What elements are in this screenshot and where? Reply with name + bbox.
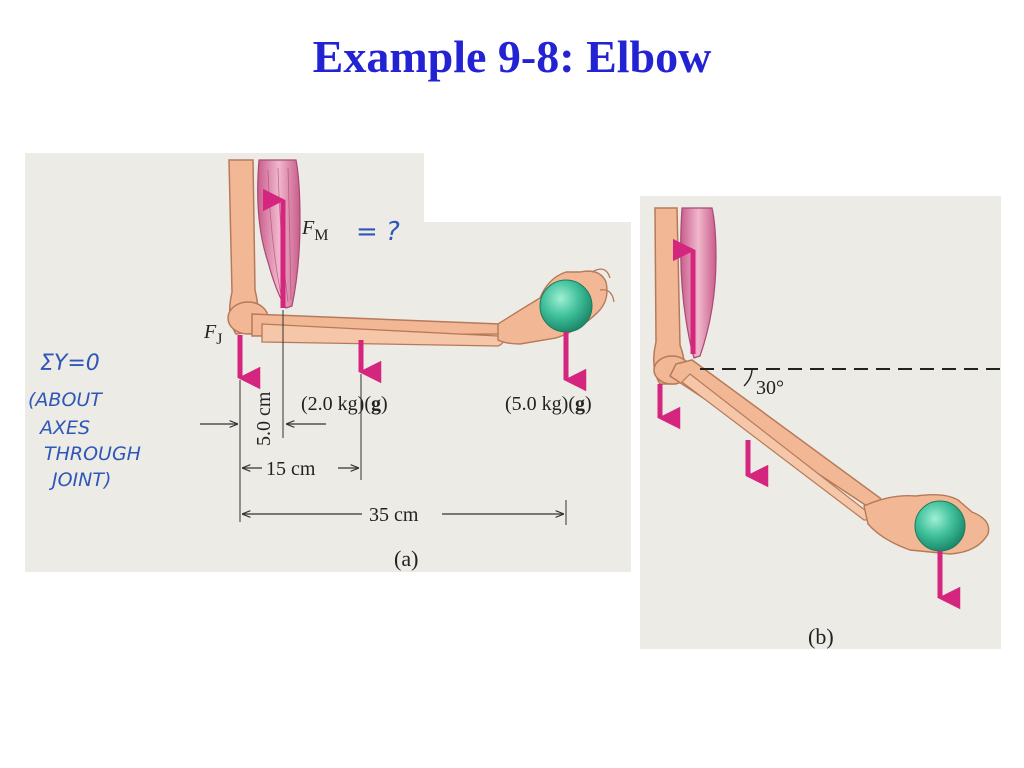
svg-text:JOINT): JOINT) [48, 469, 111, 491]
svg-text:AXES: AXES [38, 417, 90, 439]
muscle-force-question: = ? [356, 217, 400, 247]
muscle-distance-label: 5.0 cm [253, 391, 275, 446]
joint-force-label: FJ [203, 321, 222, 348]
handwritten-note: ΣΥ=0 (ABOUT AXES THROUGH JOINT) [28, 351, 141, 491]
forearm-weight-label: (2.0 kg)(g) [301, 393, 388, 415]
svg-text:THROUGH: THROUGH [44, 443, 141, 465]
ball-distance-label: 35 cm [369, 504, 419, 526]
svg-text:ΣΥ=0: ΣΥ=0 [40, 351, 100, 376]
figure-a-panel [25, 153, 631, 572]
figure-a-caption: (a) [394, 546, 418, 571]
ball-a [539, 279, 593, 333]
forearm-distance-label: 15 cm [266, 458, 316, 480]
ball-weight-label: (5.0 kg)(g) [505, 393, 592, 415]
muscle-force-label: FM [301, 217, 328, 244]
figure-b: 30° (b) [640, 196, 1001, 649]
svg-text:(ABOUT: (ABOUT [28, 389, 103, 411]
figure-b-caption: (b) [808, 624, 834, 649]
angle-label: 30° [756, 377, 784, 399]
slide-title: Example 9-8: Elbow [312, 31, 712, 82]
figure-a: FM = ? FJ (2.0 kg)(g) (5.0 kg)(g) 5.0 cm… [25, 153, 631, 572]
angle-arc [743, 368, 753, 387]
ball-b [914, 500, 966, 552]
